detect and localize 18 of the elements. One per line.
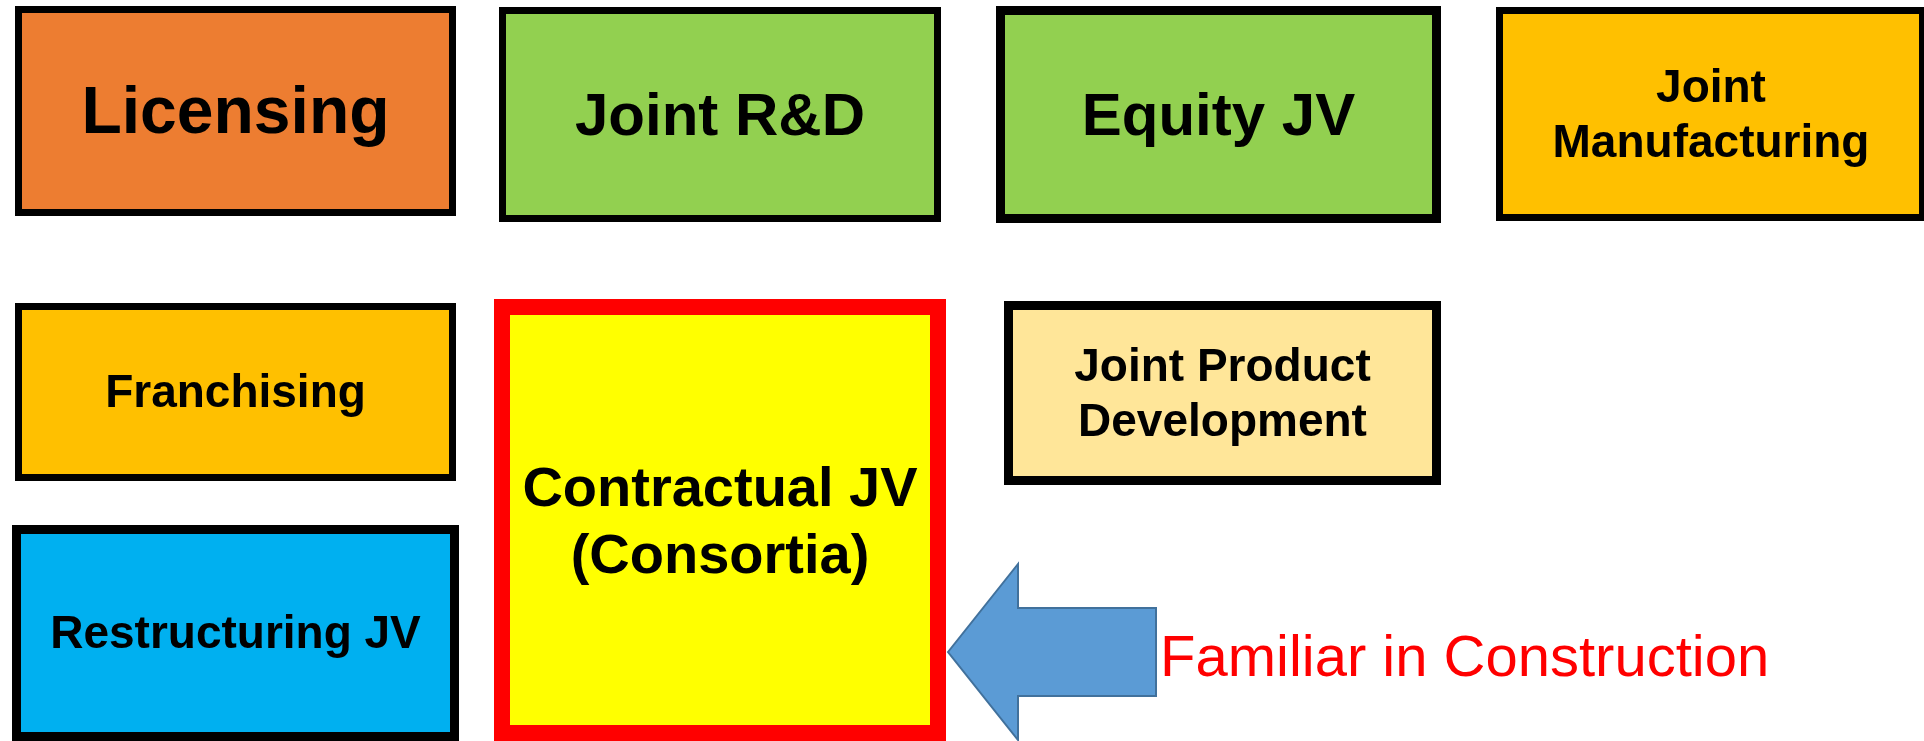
box-label: Franchising xyxy=(105,364,366,420)
note-text: Familiar in Construction xyxy=(1160,615,1890,695)
box-label: Joint Product Development xyxy=(1073,337,1372,448)
category-box xyxy=(1496,7,1924,221)
box-label: Equity JV xyxy=(1081,79,1356,150)
category-box xyxy=(15,303,456,481)
box-label: Licensing xyxy=(81,72,390,150)
box-label: Joint Manufacturing xyxy=(1551,58,1871,169)
category-box xyxy=(494,299,946,741)
category-box xyxy=(996,6,1441,223)
box-label: Joint R&D xyxy=(575,79,865,150)
category-box xyxy=(1004,301,1441,485)
category-box xyxy=(12,525,459,741)
category-box xyxy=(499,7,941,222)
box-label: Contractual JV (Consortia) xyxy=(521,453,919,587)
block-arrow xyxy=(946,561,1157,741)
box-label: Restructuring JV xyxy=(50,605,421,661)
category-box xyxy=(15,6,456,216)
